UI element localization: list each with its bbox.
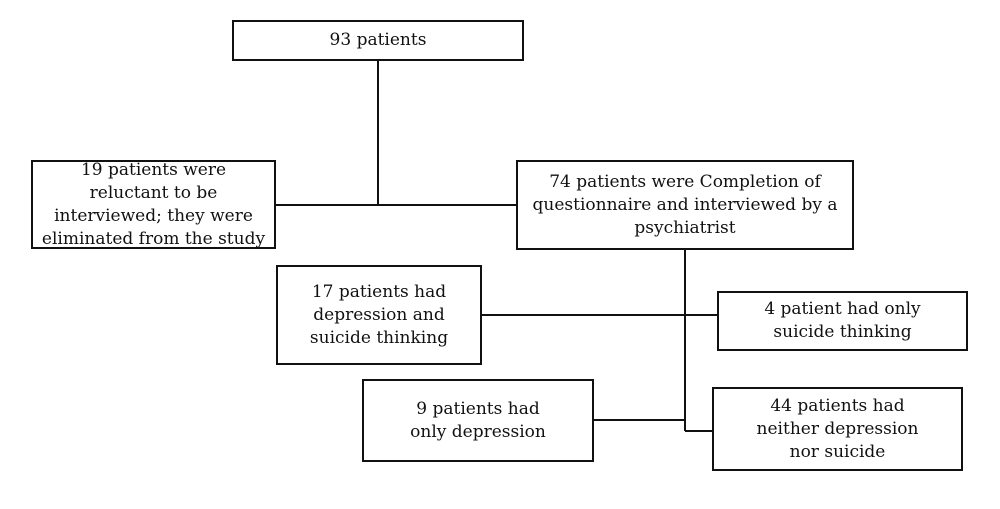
- node-completed-patients-text: 74 patients were Completion of questionn…: [532, 171, 838, 238]
- node-neither-text: 44 patients had neither depression nor s…: [756, 395, 919, 462]
- node-depression-and-suicide-text: 17 patients had depression and suicide t…: [309, 281, 449, 348]
- node-only-depression-text: 9 patients had only depression: [410, 398, 546, 442]
- node-only-depression: 9 patients had only depression: [362, 379, 594, 462]
- node-completed-patients: 74 patients were Completion of questionn…: [516, 160, 854, 250]
- node-reluctant-patients-text: 19 patients were reluctant to be intervi…: [41, 159, 266, 249]
- node-neither: 44 patients had neither depression nor s…: [712, 387, 963, 471]
- node-only-suicide-text: 4 patient had only suicide thinking: [764, 299, 921, 342]
- node-depression-and-suicide: 17 patients had depression and suicide t…: [276, 265, 482, 365]
- node-total-patients: 93 patients: [232, 20, 524, 61]
- node-reluctant-patients: 19 patients were reluctant to be intervi…: [31, 160, 276, 249]
- node-only-suicide: 4 patient had only suicide thinking: [717, 291, 968, 351]
- node-total-patients-text: 93 patients: [329, 30, 427, 50]
